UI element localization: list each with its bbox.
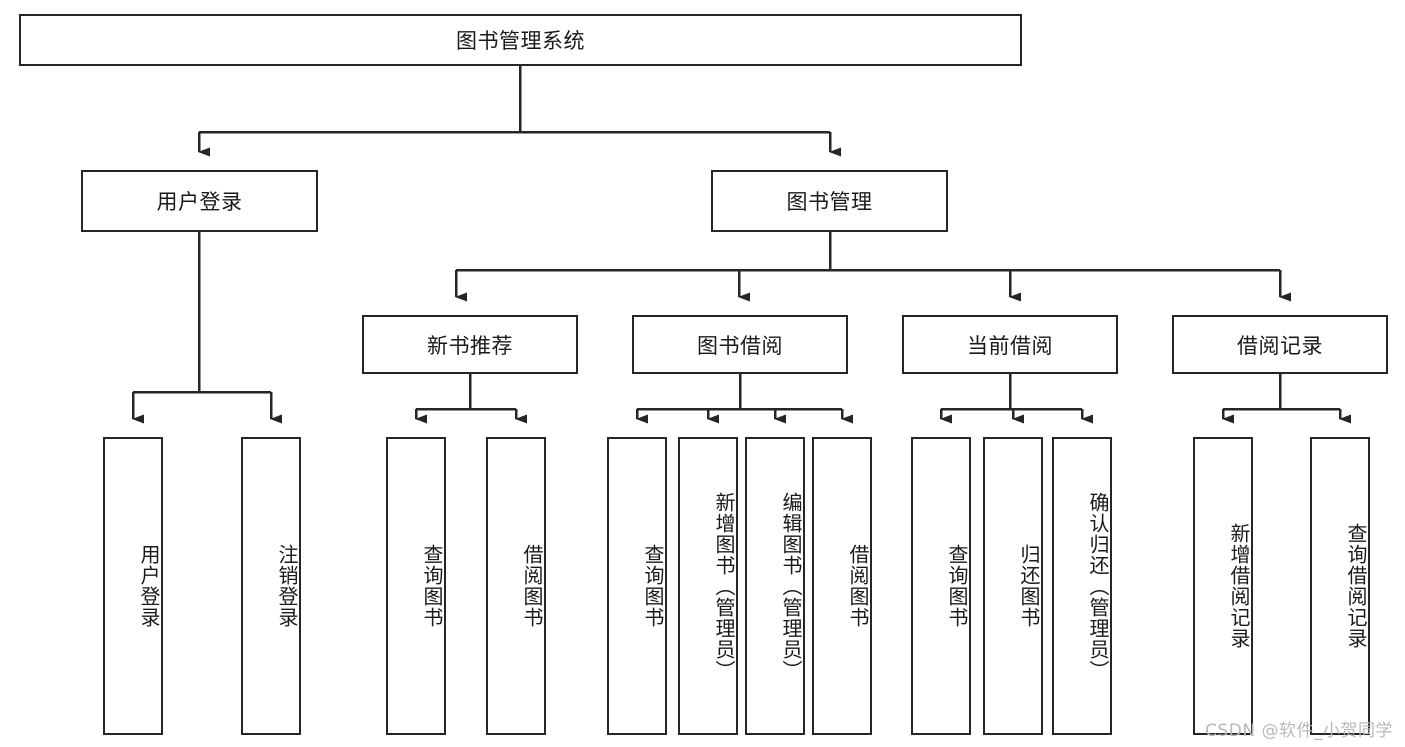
node-leaf-query-borrow-record[interactable]: 查询借阅记录 xyxy=(1310,437,1370,735)
node-leaf-add-book-admin[interactable]: 新增图书（管理员） xyxy=(678,437,738,735)
node-level3-borrow-records-label: 借阅记录 xyxy=(1237,333,1323,358)
node-level2-user-login[interactable]: 用户登录 xyxy=(81,170,318,232)
node-leaf-confirm-return-admin[interactable]: 确认归还（管理员） xyxy=(1052,437,1112,735)
node-leaf-query-borrow-record-label: 查询借阅记录 xyxy=(1344,523,1368,649)
node-leaf-confirm-return-admin-label: 确认归还（管理员） xyxy=(1086,491,1110,681)
node-level3-new-book-recommend[interactable]: 新书推荐 xyxy=(362,315,578,374)
node-level3-borrow-records[interactable]: 借阅记录 xyxy=(1172,315,1388,374)
node-leaf-edit-book-admin-label: 编辑图书（管理员） xyxy=(779,491,803,681)
node-leaf-borrow-book[interactable]: 借阅图书 xyxy=(812,437,872,735)
node-leaf-logout-label: 注销登录 xyxy=(275,544,299,628)
csdn-watermark: CSDN @软件_小贺同学 xyxy=(1205,721,1393,741)
node-leaf-add-borrow-record-label: 新增借阅记录 xyxy=(1227,523,1251,649)
node-leaf-edit-book-admin[interactable]: 编辑图书（管理员） xyxy=(745,437,805,735)
node-level3-current-borrow-label: 当前借阅 xyxy=(967,333,1053,358)
node-root-label: 图书管理系统 xyxy=(456,29,585,53)
node-level2-user-login-label: 用户登录 xyxy=(156,190,243,214)
node-leaf-query-books-borrow-label: 查询图书 xyxy=(641,544,665,628)
node-leaf-query-books-borrow[interactable]: 查询图书 xyxy=(607,437,667,735)
node-level3-current-borrow[interactable]: 当前借阅 xyxy=(902,315,1118,374)
node-level3-book-borrow-label: 图书借阅 xyxy=(697,333,783,358)
node-leaf-query-books-current[interactable]: 查询图书 xyxy=(911,437,971,735)
node-root[interactable]: 图书管理系统 xyxy=(19,14,1022,66)
node-leaf-return-book[interactable]: 归还图书 xyxy=(983,437,1043,735)
node-level2-book-management-label: 图书管理 xyxy=(786,190,873,214)
node-leaf-query-books-new-label: 查询图书 xyxy=(420,544,444,628)
node-leaf-query-books-new[interactable]: 查询图书 xyxy=(386,437,446,735)
node-leaf-borrow-books-new[interactable]: 借阅图书 xyxy=(486,437,546,735)
node-leaf-borrow-books-new-label: 借阅图书 xyxy=(520,544,544,628)
node-leaf-user-login[interactable]: 用户登录 xyxy=(103,437,163,735)
node-leaf-add-borrow-record[interactable]: 新增借阅记录 xyxy=(1193,437,1253,735)
node-leaf-add-book-admin-label: 新增图书（管理员） xyxy=(712,491,736,681)
node-level2-book-management[interactable]: 图书管理 xyxy=(711,170,948,232)
node-leaf-return-book-label: 归还图书 xyxy=(1017,544,1041,628)
node-leaf-user-login-label: 用户登录 xyxy=(137,544,161,628)
node-leaf-borrow-book-label: 借阅图书 xyxy=(846,544,870,628)
node-level3-new-book-recommend-label: 新书推荐 xyxy=(427,333,513,358)
node-leaf-logout[interactable]: 注销登录 xyxy=(241,437,301,735)
node-level3-book-borrow[interactable]: 图书借阅 xyxy=(632,315,848,374)
node-leaf-query-books-current-label: 查询图书 xyxy=(945,544,969,628)
